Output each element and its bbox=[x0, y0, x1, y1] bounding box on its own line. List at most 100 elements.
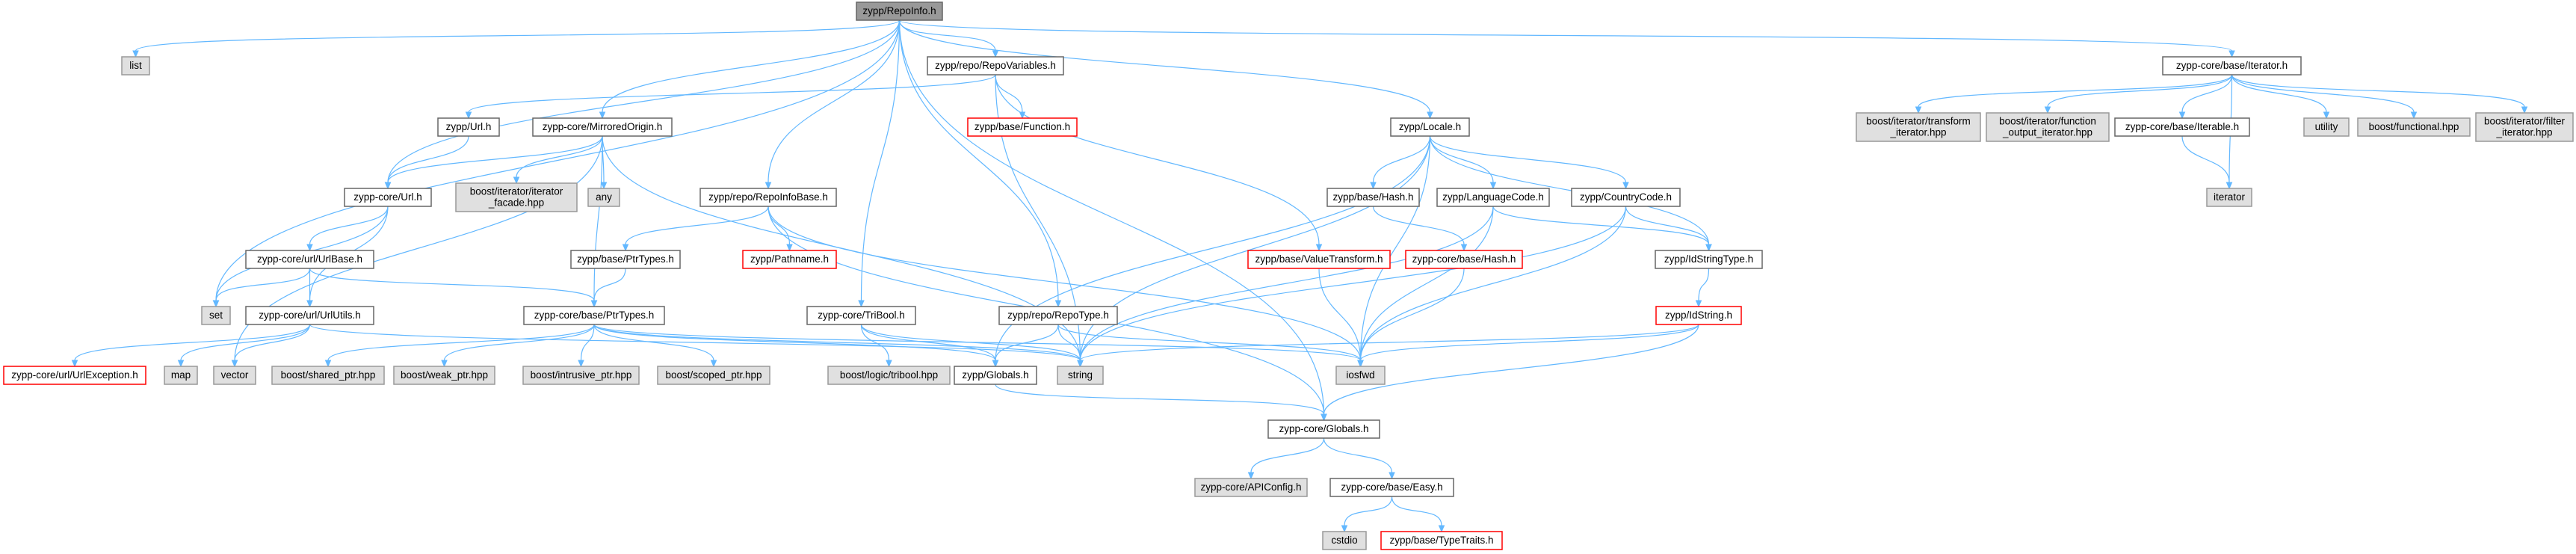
node-zypp-globals-h[interactable]: zypp/Globals.h bbox=[954, 366, 1037, 385]
node-zypp-core-url-urlbase-h[interactable]: zypp-core/url/UrlBase.h bbox=[245, 250, 374, 269]
node-label: zypp-core/url/UrlException.h bbox=[11, 369, 138, 381]
node-zypp-core-globals-h[interactable]: zypp-core/Globals.h bbox=[1267, 419, 1380, 439]
edge-repovar-to-valuetransform bbox=[995, 74, 1323, 252]
node-boost-intrusive-ptr-hpp: boost/intrusive_ptr.hpp bbox=[522, 366, 640, 385]
edge-arrowhead bbox=[2226, 182, 2233, 190]
edge-line bbox=[1429, 135, 1710, 245]
node-zypp-base-function-h[interactable]: zypp/base/Function.h bbox=[967, 117, 1078, 137]
edge-arrowhead bbox=[1427, 111, 1433, 120]
node-box bbox=[201, 306, 231, 325]
node-label: _iterator.hpp bbox=[1889, 127, 1946, 138]
edge-urlutils-to-map bbox=[177, 324, 311, 368]
edge-arrowhead bbox=[599, 111, 606, 120]
edge-urlbase-to-urlutils bbox=[306, 268, 313, 308]
node-box bbox=[455, 182, 578, 212]
node-box bbox=[245, 250, 374, 269]
node-boost-logic-tribool-hpp: boost/logic/tribool.hpp bbox=[827, 366, 951, 385]
edge-locale-to-hash_h bbox=[1370, 135, 1431, 190]
node-zypp-pathname-h[interactable]: zypp/Pathname.h bbox=[742, 250, 837, 269]
edge-urlbase-to-ptrtypes_c bbox=[309, 268, 598, 308]
node-zypp-idstringtype-h[interactable]: zypp/IdStringType.h bbox=[1655, 250, 1763, 269]
node-box bbox=[245, 306, 374, 325]
edge-globals_c-to-easy bbox=[1323, 437, 1395, 480]
node-zypp-core-base-easy-h[interactable]: zypp-core/base/Easy.h bbox=[1329, 478, 1454, 497]
edge-line bbox=[898, 19, 1431, 113]
node-zypp-repo-repoinfobase-h[interactable]: zypp/repo/RepoInfoBase.h bbox=[699, 188, 837, 207]
edge-root-to-mirrored bbox=[599, 19, 901, 120]
node-zypp-idstring-h[interactable]: zypp/IdString.h bbox=[1655, 306, 1742, 325]
node-label: string bbox=[1068, 369, 1093, 381]
node-label: zypp/RepoInfo.h bbox=[862, 5, 936, 16]
node-zypp-core-tribool-h[interactable]: zypp-core/TriBool.h bbox=[806, 306, 916, 325]
node-label: _iterator.hpp bbox=[2495, 127, 2552, 138]
node-zypp-base-typetraits-h[interactable]: zypp/base/TypeTraits.h bbox=[1380, 531, 1503, 550]
node-zypp-base-hash-h[interactable]: zypp/base/Hash.h bbox=[1326, 188, 1420, 207]
node-zypp-languagecode-h[interactable]: zypp/LanguageCode.h bbox=[1436, 188, 1550, 207]
edge-mirrored-to-core_url bbox=[384, 135, 603, 190]
edge-line bbox=[1359, 268, 1465, 361]
edge-arrowhead bbox=[465, 111, 472, 120]
node-zypp-url-h[interactable]: zypp/Url.h bbox=[437, 117, 500, 137]
node-zypp-repo-repotype-h[interactable]: zypp/repo/RepoType.h bbox=[998, 306, 1118, 325]
edge-corehash-to-iosfwd bbox=[1357, 268, 1465, 368]
node-zypp-countrycode-h[interactable]: zypp/CountryCode.h bbox=[1571, 188, 1681, 207]
node-box bbox=[522, 366, 640, 385]
node-box bbox=[827, 366, 951, 385]
edge-line bbox=[1323, 437, 1393, 473]
edge-line bbox=[602, 19, 901, 113]
edge-line bbox=[443, 324, 595, 361]
node-zypp-base-ptrtypes-h[interactable]: zypp/base/PtrTypes.h bbox=[570, 250, 681, 269]
edge-arrowhead bbox=[1315, 244, 1323, 252]
node-box bbox=[271, 366, 385, 385]
edge-line bbox=[1323, 324, 1699, 415]
node-iosfwd: iosfwd bbox=[1335, 366, 1386, 385]
edge-arrowhead bbox=[306, 300, 313, 308]
node-zypp-core-base-iterable-h[interactable]: zypp-core/base/Iterable.h bbox=[2114, 117, 2250, 137]
node-label: vector bbox=[221, 369, 249, 381]
node-zypp-core-mirroredorigin-h[interactable]: zypp-core/MirroredOrigin.h bbox=[532, 117, 673, 137]
edge-arrowhead bbox=[1389, 472, 1395, 480]
node-zypp-core-url-urlexception-h[interactable]: zypp-core/url/UrlException.h bbox=[3, 366, 146, 385]
node-zypp-repoinfo-h[interactable]: zypp/RepoInfo.h bbox=[856, 1, 943, 21]
node-zypp-locale-h[interactable]: zypp/Locale.h bbox=[1390, 117, 1470, 137]
edge-line bbox=[898, 19, 1325, 415]
edge-arrowhead bbox=[578, 360, 584, 368]
edge-easy-to-cstdio bbox=[1341, 496, 1393, 533]
node-box bbox=[1247, 250, 1391, 269]
edge-iterable-to-iterator_sys bbox=[2181, 135, 2233, 190]
node-box bbox=[1057, 366, 1104, 385]
node-zypp-core-base-hash-h[interactable]: zypp-core/base/Hash.h bbox=[1405, 250, 1523, 269]
node-label: boost/scoped_ptr.hpp bbox=[665, 369, 762, 381]
edge-root-to-core_url bbox=[384, 19, 901, 190]
node-zypp-base-valuetransform-h[interactable]: zypp/base/ValueTransform.h bbox=[1247, 250, 1391, 269]
edge-arrowhead bbox=[710, 360, 717, 368]
node-box bbox=[1326, 188, 1420, 207]
node-zypp-core-url-h[interactable]: zypp-core/Url.h bbox=[344, 188, 432, 207]
edge-line bbox=[593, 324, 996, 361]
node-iterator: iterator bbox=[2206, 188, 2252, 207]
node-label: boost/iterator/transform bbox=[1866, 116, 1971, 127]
node-box bbox=[1335, 366, 1386, 385]
edge-line bbox=[215, 19, 901, 301]
node-boost-weak-ptr-hpp: boost/weak_ptr.hpp bbox=[393, 366, 495, 385]
edge-arrowhead bbox=[786, 244, 793, 252]
node-box bbox=[806, 306, 916, 325]
node-zypp-core-base-ptrtypes-h[interactable]: zypp-core/base/PtrTypes.h bbox=[523, 306, 665, 325]
edge-arrowhead bbox=[231, 360, 238, 368]
edge-arrowhead bbox=[590, 300, 598, 308]
node-zypp-core-url-urlutils-h[interactable]: zypp-core/url/UrlUtils.h bbox=[245, 306, 374, 325]
edge-line bbox=[1391, 496, 1442, 526]
edge-valuetransform-to-iosfwd bbox=[1318, 268, 1364, 368]
node-label: boost/iterator/iterator bbox=[470, 186, 563, 197]
node-zypp-repo-repovariables-h[interactable]: zypp/repo/RepoVariables.h bbox=[927, 56, 1064, 76]
edge-idstring-to-globals_c bbox=[1321, 324, 1699, 422]
node-boost-iterator-filter-iterator-hpp: boost/iterator/filter_iterator.hpp bbox=[2475, 112, 2574, 142]
edge-arrowhead bbox=[2410, 111, 2418, 120]
node-label: zypp/IdString.h bbox=[1665, 310, 1732, 321]
node-zypp-core-base-iterator-h[interactable]: zypp-core/base/Iterator.h bbox=[2162, 56, 2302, 76]
edge-line bbox=[2231, 74, 2525, 108]
node-set: set bbox=[201, 306, 231, 325]
edge-line bbox=[995, 135, 1431, 361]
node-box bbox=[437, 117, 500, 137]
